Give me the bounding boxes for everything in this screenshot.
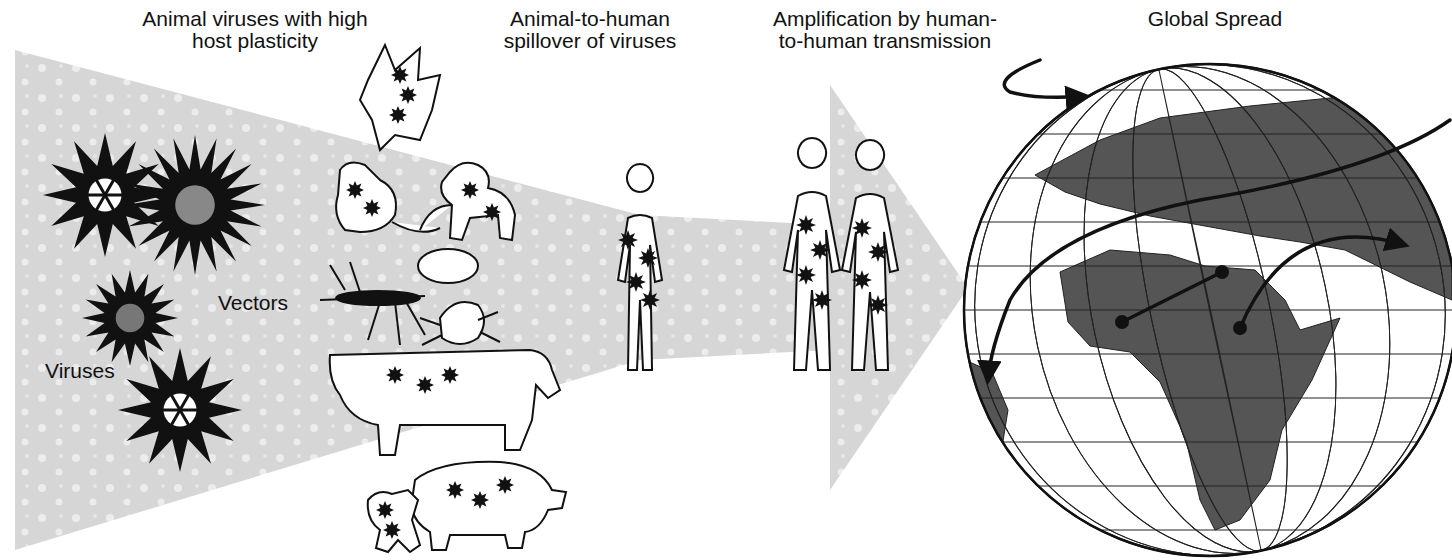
virus-star [399, 86, 417, 104]
virus-star [389, 106, 407, 124]
human-virus-dots [618, 215, 888, 315]
virus-star [461, 181, 479, 199]
virus-star [810, 240, 830, 260]
virus-star [852, 218, 872, 238]
virus-star [638, 248, 658, 268]
part-label: Vectors [218, 292, 298, 314]
human-figures [618, 138, 898, 370]
virus-core [116, 304, 145, 333]
virus-star [383, 521, 401, 539]
bat [360, 45, 440, 150]
globe [929, 21, 1452, 560]
stage-heading: Animal viruses with high host plasticity [125, 8, 385, 52]
virus-star [82, 270, 178, 366]
part-label: Viruses [45, 360, 125, 382]
virus-core [175, 185, 215, 225]
virus-star [363, 199, 381, 217]
tick [420, 302, 500, 345]
virus-star [471, 491, 489, 509]
virus-star [796, 215, 816, 235]
pig [412, 462, 566, 550]
virus-star [125, 135, 265, 275]
virus-star [386, 366, 404, 384]
virus-star [441, 366, 459, 384]
virus-star [618, 230, 638, 250]
virus-star [812, 290, 832, 310]
stage-heading: Amplification by human-to-human transmis… [770, 8, 1000, 52]
virus-star [868, 242, 888, 262]
dog [368, 490, 420, 552]
monkey [420, 163, 515, 240]
virus-star [346, 181, 364, 199]
flea [418, 249, 478, 283]
virus-star [416, 376, 434, 394]
cow [330, 350, 560, 455]
virus-star [118, 348, 242, 472]
mosquito [320, 262, 425, 345]
virus-star [626, 272, 646, 292]
animal-hosts [320, 45, 566, 552]
virus-star [376, 501, 394, 519]
stage-heading: Animal-to-human spillover of viruses [490, 8, 690, 52]
stage-heading: Global Spread [1120, 8, 1310, 30]
virus-star [483, 203, 501, 221]
virus-star [796, 265, 816, 285]
funnel-arrow [15, 50, 968, 550]
virus-star [446, 481, 464, 499]
animal-virus-dots [346, 66, 514, 539]
virus-star [868, 295, 888, 315]
virus-star [852, 270, 872, 290]
virus-star [496, 476, 514, 494]
virus-star [391, 66, 409, 84]
virus-star [640, 290, 660, 310]
